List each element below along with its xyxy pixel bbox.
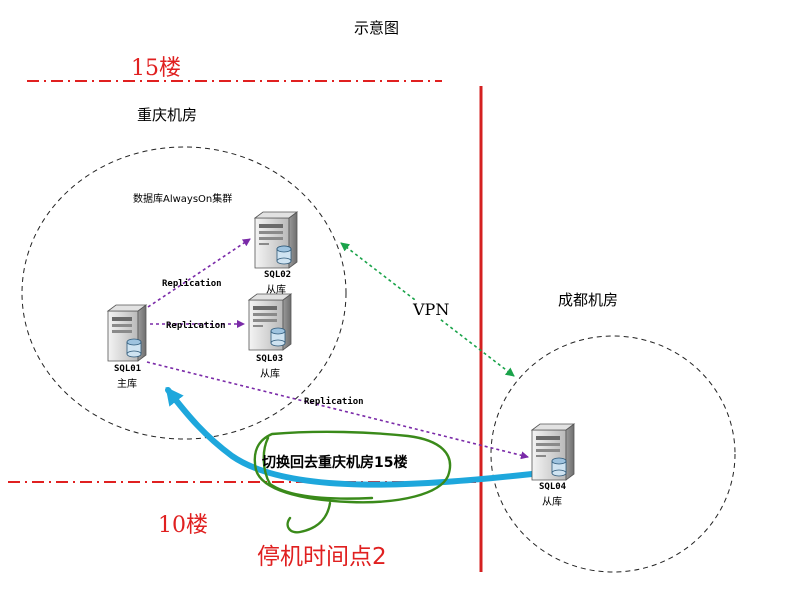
chengdu-site-label: 成都机房 [558, 291, 619, 309]
diagram-title: 示意图 [354, 19, 400, 37]
sql03-server-icon [247, 293, 293, 351]
cluster-label: 数据库AlwaysOn集群 [133, 194, 233, 205]
sql03-role: 从库 [260, 369, 280, 380]
sql02-name: SQL02 [264, 270, 292, 280]
sql01-server-icon [106, 304, 148, 362]
sql04-server-icon [530, 423, 576, 481]
floor-15-label: 15楼 [131, 56, 181, 81]
chengdu-site-boundary [490, 335, 736, 573]
vpn-label: VPN [412, 300, 451, 319]
floor-10-label: 10楼 [158, 513, 208, 538]
replication-label-sql04: Replication [304, 397, 364, 407]
sql02-role: 从库 [266, 285, 286, 296]
failover-annotation: 切换回去重庆机房15楼 [262, 455, 408, 471]
sql04-role: 从库 [542, 497, 562, 508]
sql01-name: SQL01 [114, 364, 142, 374]
chongqing-site-label: 重庆机房 [137, 106, 198, 124]
sql02-server-icon [253, 211, 299, 269]
sql01-role: 主库 [117, 379, 137, 390]
downtime-annotation: 停机时间点2 [257, 544, 387, 570]
replication-label-sql03: Replication [166, 321, 226, 331]
replication-arrow-sql02 [147, 238, 251, 308]
sql03-name: SQL03 [256, 354, 284, 364]
replication-arrow-sql04 [146, 361, 529, 460]
replication-label-sql02: Replication [162, 279, 222, 289]
annotation-loop [253, 430, 452, 534]
sql04-name: SQL04 [539, 482, 567, 492]
failover-arrow [165, 386, 535, 488]
